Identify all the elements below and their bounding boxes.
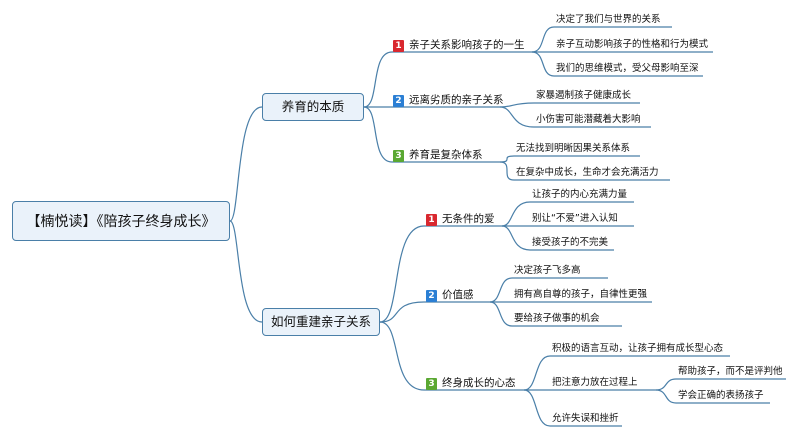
link-b2s1-l3: [501, 225, 614, 251]
link-b2s3-l3: [523, 389, 622, 427]
leaf-b2s2-1[interactable]: 决定孩子飞多高: [514, 265, 581, 276]
priority-2-badge: 2: [393, 95, 404, 107]
link-root-branch-1: [229, 106, 263, 222]
subtopic-label: 养育是复杂体系: [409, 149, 483, 161]
priority-1-badge: 1: [393, 40, 404, 52]
subtopic-b2-3[interactable]: 3 终身成长的心态: [426, 376, 516, 390]
link-b2-s3: [379, 321, 524, 391]
leaf-b2s1-3[interactable]: 接受孩子的不完美: [532, 237, 609, 248]
subtopic-b1-3[interactable]: 3 养育是复杂体系: [393, 148, 483, 162]
link-b2s2-l3: [489, 301, 622, 327]
link-b2s2-l1: [489, 277, 608, 303]
leaf-b2s3-3[interactable]: 允许失误和挫折: [552, 413, 619, 424]
subtopic-b2-1[interactable]: 1 无条件的爱: [426, 212, 495, 226]
link-b1s2-l1: [499, 102, 640, 108]
leaf-b1s1-1[interactable]: 决定了我们与世界的关系: [556, 14, 661, 25]
link-b1s3-l1: [499, 155, 640, 163]
leaf-b2s3-2[interactable]: 把注意力放在过程上: [552, 377, 638, 388]
leaf-b1s2-2[interactable]: 小伤害可能潜藏着大影响: [536, 114, 641, 125]
leaf-b2s1-1[interactable]: 让孩子的内心充满力量: [532, 189, 628, 200]
leaf-b2s3l2-child-1[interactable]: 帮助孩子，而不是评判他: [678, 366, 783, 377]
leaf-b1s1-2[interactable]: 亲子互动影响孩子的性格和行为模式: [556, 39, 709, 50]
leaf-b1s2-1[interactable]: 家暴遏制孩子健康成长: [536, 90, 632, 101]
subtopic-b1-1[interactable]: 1 亲子关系影响孩子的一生: [393, 38, 525, 52]
priority-1-badge: 1: [426, 214, 437, 226]
link-b1-s1: [363, 51, 532, 108]
priority-3-badge: 3: [426, 378, 437, 390]
link-b2-s1: [379, 225, 502, 323]
link-b2s3-l1: [523, 355, 730, 391]
link-b1-s3: [363, 106, 500, 163]
main-topic-rebuild-relationship[interactable]: 如何重建亲子关系: [262, 308, 380, 336]
subtopic-label: 无条件的爱: [442, 213, 495, 225]
link-b2s3l2-c1: [655, 378, 786, 391]
priority-2-badge: 2: [426, 290, 437, 302]
link-root-branch-2: [229, 220, 263, 323]
subtopic-label: 远离劣质的亲子关系: [409, 94, 504, 106]
leaf-b2s3-1[interactable]: 积极的语言互动，让孩子拥有成长型心态: [552, 343, 724, 354]
leaf-b2s2-3[interactable]: 要给孩子做事的机会: [514, 313, 600, 324]
leaf-b2s2-2[interactable]: 拥有高自尊的孩子，自律性更强: [514, 289, 648, 300]
leaf-b1s3-1[interactable]: 无法找到明晰因果关系体系: [516, 143, 631, 154]
subtopic-label: 亲子关系影响孩子的一生: [409, 39, 525, 51]
link-b2s3l2-c2: [655, 389, 770, 404]
link-b1s1-l3: [531, 51, 703, 77]
leaf-b2s1-2[interactable]: 别让“不爱”进入认知: [532, 213, 618, 224]
leaf-b1s1-3[interactable]: 我们的思维模式，受父母影响至深: [556, 63, 699, 74]
link-b2-s2: [379, 301, 490, 323]
link-b1s3-l2: [499, 161, 670, 181]
subtopic-b1-2[interactable]: 2 远离劣质的亲子关系: [393, 93, 504, 107]
priority-3-badge: 3: [393, 150, 404, 162]
leaf-b1s3-2[interactable]: 在复杂中成长，生命才会充满活力: [516, 167, 659, 178]
subtopic-label: 价值感: [442, 289, 474, 301]
leaf-b2s3l2-child-2[interactable]: 学会正确的表扬孩子: [678, 390, 764, 401]
link-b2s1-l1: [501, 201, 634, 227]
root-topic[interactable]: 【楠悦读】《陪孩子终身成长》: [12, 201, 230, 241]
link-b1s1-l1: [531, 26, 672, 53]
subtopic-label: 终身成长的心态: [442, 377, 516, 389]
subtopic-b2-2[interactable]: 2 价值感: [426, 288, 474, 302]
main-topic-parenting-essence[interactable]: 养育的本质: [262, 93, 364, 121]
link-b1s2-l2: [499, 106, 651, 128]
